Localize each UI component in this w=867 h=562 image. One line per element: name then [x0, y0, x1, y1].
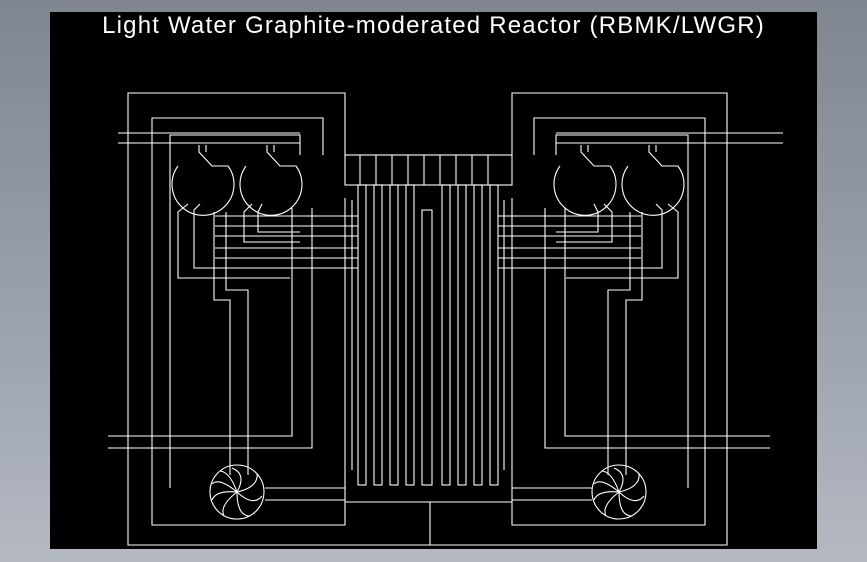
- right-circulation-pump: [591, 464, 647, 520]
- right-outer-loops: [430, 92, 728, 546]
- feedwater-lines: [108, 208, 770, 449]
- left-circulation-pump: [209, 464, 265, 520]
- reactor-schematic: [108, 92, 783, 546]
- pump-core-lines: [265, 487, 592, 501]
- reactor-core-channels: [344, 184, 513, 503]
- steam-lines: [118, 132, 783, 144]
- left-outer-loops: [127, 92, 431, 546]
- reactor-top-header: [344, 154, 513, 186]
- drawing-viewport: Light Water Graphite-moderated Reactor (…: [50, 12, 817, 549]
- diagram-title: Light Water Graphite-moderated Reactor (…: [102, 12, 765, 39]
- drum-core-connections: [215, 215, 641, 269]
- right-steam-separators: [553, 145, 685, 475]
- left-steam-separators: [171, 145, 303, 475]
